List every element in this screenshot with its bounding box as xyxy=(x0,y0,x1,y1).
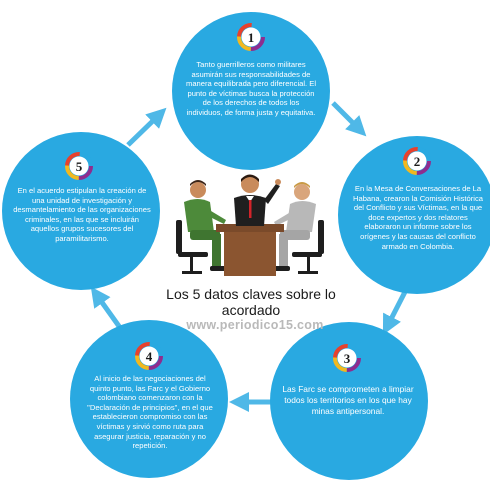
right-chair-icon xyxy=(292,220,324,274)
item-3-number: 3 xyxy=(344,351,351,366)
arrow-5-to-1 xyxy=(126,107,167,147)
item-4-circle xyxy=(70,320,228,478)
item-1-number-badge: 1 xyxy=(237,23,265,51)
website-watermark: www.periodico15.com xyxy=(186,318,324,332)
item-5-number-badge: 5 xyxy=(65,152,93,180)
item-5-text: En el acuerdo estipulan la creación de u… xyxy=(13,186,151,243)
right-person-icon xyxy=(274,182,316,271)
item-2-number-badge: 2 xyxy=(403,147,431,175)
item-3-number-badge: 3 xyxy=(333,344,361,372)
item-2-number: 2 xyxy=(414,154,421,169)
left-person-icon xyxy=(184,180,226,271)
center-title: Los 5 datos claves sobre lo acordado xyxy=(166,286,336,318)
item-3-circle xyxy=(270,322,428,480)
left-chair-icon xyxy=(176,220,208,274)
item-4-number-badge: 4 xyxy=(135,342,163,370)
item-1-number: 1 xyxy=(248,30,255,45)
item-3-text: Las Farc se comprometen a limpiar todos … xyxy=(282,384,414,416)
item-4-text: Al inicio de las negociaciones del quint… xyxy=(87,374,213,451)
meeting-illustration xyxy=(176,174,324,276)
table-icon xyxy=(216,224,284,276)
center-person-icon xyxy=(234,174,281,226)
arrow-1-to-2 xyxy=(331,101,367,137)
item-2-text: En la Mesa de Conversaciones de La Haban… xyxy=(353,184,483,251)
item-4-number: 4 xyxy=(146,349,153,364)
item-1-text: Tanto guerrilleros como militares asumir… xyxy=(186,60,317,117)
item-5-number: 5 xyxy=(76,159,83,174)
